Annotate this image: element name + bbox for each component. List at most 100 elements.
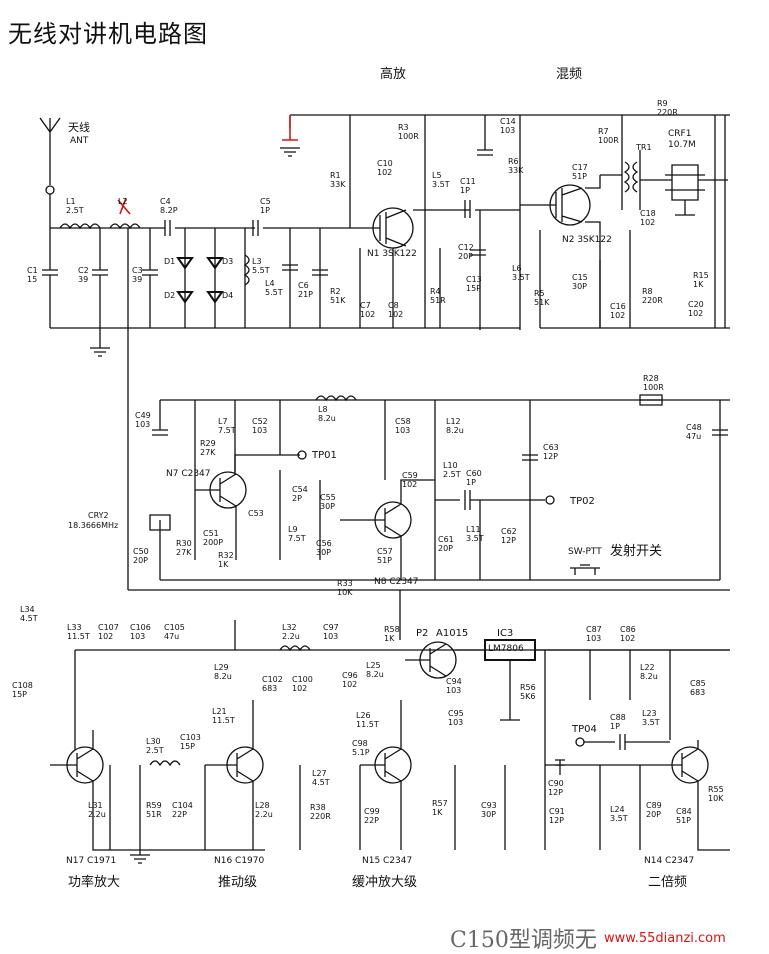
diagram-title: 无线对讲机电路图 [8, 20, 208, 48]
component-value-l29: 8.2u [214, 672, 232, 681]
component-ref-r38: R38 [310, 803, 326, 812]
component-value-c62: 12P [501, 536, 517, 545]
component-value-c93: 30P [481, 810, 497, 819]
component-ref-c11: C11 [460, 177, 476, 186]
component-value-c86: 102 [620, 634, 636, 643]
component-value-c50: 20P [133, 556, 149, 565]
component-ref-l10: L10 [443, 461, 458, 470]
component-value-c10: 102 [377, 168, 393, 177]
section-label-3: 功率放大 [68, 875, 121, 890]
transistor-label-n15: N15 C2347 [362, 856, 413, 866]
component-value-l22: 8.2u [640, 672, 658, 681]
ptt-switch-label: SW-PTT [568, 547, 602, 557]
component-value-c6: 21P [298, 290, 314, 299]
component-ref-r7: R7 [598, 127, 609, 136]
component-value-r32: 1K [218, 560, 229, 569]
component-ref-l3: L3 [252, 257, 262, 266]
component-ref-r9: R9 [657, 99, 668, 108]
component-ref-c95: C95 [448, 709, 464, 718]
component-value-c56: 30P [316, 548, 332, 557]
section-label-2: 发射开关 [610, 544, 663, 559]
component-ref-r30: R30 [176, 539, 192, 548]
component-value-l8: 8.2u [318, 414, 336, 423]
component-value-c98: 5.1P [352, 748, 370, 757]
component-ref-l6: L6 [512, 264, 522, 273]
component-ref-c86: C86 [620, 625, 636, 634]
component-ref-l12: L12 [446, 417, 461, 426]
component-value-r8: 220R [642, 296, 663, 305]
component-ref-d2: D2 [164, 291, 176, 300]
crf-ref-label: CRF1 [668, 129, 692, 139]
component-ref-c89: C89 [646, 801, 662, 810]
component-value-l5: 3.5T [432, 180, 450, 189]
component-ref-l7: L7 [218, 417, 228, 426]
component-ref-l8: L8 [318, 405, 328, 414]
component-ref-c58: C58 [395, 417, 411, 426]
component-ref-c98: C98 [352, 739, 368, 748]
p2-part-label: A1015 [436, 628, 469, 639]
component-ref-c4: C4 [160, 197, 171, 206]
component-ref-c87: C87 [586, 625, 602, 634]
component-value-c51: 200P [203, 538, 224, 547]
component-ref-r28: R28 [643, 374, 659, 383]
component-ref-c84: C84 [676, 807, 692, 816]
component-ref-d4: D4 [222, 291, 234, 300]
component-ref-c3: C3 [132, 266, 143, 275]
component-ref-c6: C6 [298, 281, 309, 290]
component-ref-c1: C1 [27, 266, 38, 275]
component-ref-c7: C7 [360, 301, 371, 310]
component-value-c91: 12P [549, 816, 565, 825]
component-ref-c91: C91 [549, 807, 565, 816]
component-value-r1: 33K [330, 180, 346, 189]
component-ref-c94: C94 [446, 677, 462, 686]
component-value-l27: 4.5T [312, 778, 330, 787]
component-ref-c96: C96 [342, 671, 358, 680]
component-ref-c50: C50 [133, 547, 149, 556]
component-value-l4: 5.5T [265, 288, 283, 297]
ic-part-label: LM7806 [488, 644, 524, 654]
transistor-label-n7: N7 C2347 [166, 469, 211, 479]
component-ref-r58: R58 [384, 625, 400, 634]
component-ref-c15: C15 [572, 273, 588, 282]
component-ref-c60: C60 [466, 469, 482, 478]
component-value-l28: 2.2u [255, 810, 273, 819]
component-ref-c93: C93 [481, 801, 497, 810]
component-ref-c106: C106 [130, 623, 151, 632]
component-ref-tr1: TR1 [636, 143, 652, 152]
component-value-l26: 11.5T [356, 720, 379, 729]
component-value-c15: 30P [572, 282, 588, 291]
component-ref-l5: L5 [432, 171, 442, 180]
component-value-c8: 102 [388, 310, 404, 319]
component-value-l33: 11.5T [67, 632, 90, 641]
component-ref-r56: R56 [520, 683, 536, 692]
component-ref-c17: C17 [572, 163, 588, 172]
component-value-c85: 683 [690, 688, 706, 697]
component-ref-l29: L29 [214, 663, 229, 672]
component-ref-r2: R2 [330, 287, 341, 296]
component-value-c12: 20P [458, 252, 474, 261]
component-value-r4: 51R [430, 296, 446, 305]
component-ref-c51: C51 [203, 529, 219, 538]
component-ref-r6: R6 [508, 157, 519, 166]
component-ref-l11: L11 [466, 525, 481, 534]
component-ref-r57: R57 [432, 799, 448, 808]
component-value-l10: 2.5T [443, 470, 461, 479]
component-value-c13: 15P [466, 284, 482, 293]
component-value-l34: 4.5T [20, 614, 38, 623]
component-value-l1: 2.5T [66, 206, 84, 215]
component-ref-c55: C55 [320, 493, 336, 502]
section-label-0: 高放 [380, 67, 407, 82]
component-value-l9: 7.5T [288, 534, 306, 543]
component-ref-c5: C5 [260, 197, 271, 206]
component-ref-l23: L23 [642, 709, 657, 718]
component-value-c95: 103 [448, 718, 464, 727]
transistor-label-n2: N2 3SK122 [562, 235, 612, 245]
component-value-r33: 10K [337, 588, 353, 597]
component-ref-c54: C54 [292, 485, 308, 494]
component-ref-c49: C49 [135, 411, 151, 420]
component-ref-c18: C18 [640, 209, 656, 218]
component-value-c3: 39 [132, 275, 143, 284]
component-value-c2: 39 [78, 275, 89, 284]
component-ref-r15: R15 [693, 271, 709, 280]
